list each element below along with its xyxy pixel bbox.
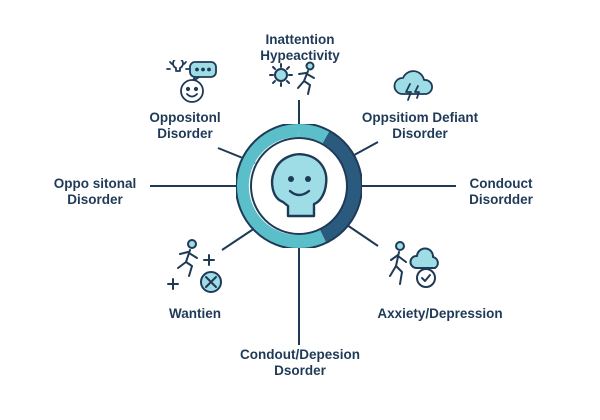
node-top-right-label: Oppsitiom Defiant Disorder <box>345 110 495 142</box>
node-top-label: Inattention Hypeactivity <box>230 32 370 64</box>
node-bottom-line-2: Dsorder <box>274 363 326 378</box>
lightbulb-speech-smiley-icon <box>166 60 217 103</box>
node-top-right-line-2: Disorder <box>392 126 448 141</box>
connector-bottom-left <box>221 227 256 251</box>
storm-cloud-lightning-icon <box>393 70 433 101</box>
node-bottom-right-line-1: Axxiety/Depression <box>377 306 503 321</box>
node-left-label: Oppo sitonal Disorder <box>40 176 150 208</box>
central-face-hub-icon <box>236 124 362 248</box>
node-top-left-label: Oppositonl Disorder <box>130 110 240 142</box>
node-right-line-1: Condouct <box>469 176 533 191</box>
node-bottom-left-label: Wantien <box>140 306 250 322</box>
node-right-line-2: Disordder <box>469 192 533 207</box>
node-bottom-line-1: Condout/Depesion <box>240 347 360 362</box>
node-top-left-line-1: Oppositonl <box>149 110 221 125</box>
node-bottom-right-label: Axxiety/Depression <box>360 306 520 322</box>
node-bottom-label: Condout/Depesion Dsorder <box>220 347 380 379</box>
gear-running-person-icon <box>269 61 315 95</box>
node-top-line-2: Hypeactivity <box>260 48 340 63</box>
running-person-plus-icon <box>167 239 222 293</box>
walking-person-cloud-check-icon <box>389 241 439 288</box>
node-left-line-2: Disorder <box>67 192 123 207</box>
node-left-line-1: Oppo sitonal <box>53 176 137 191</box>
node-top-right-line-1: Oppsitiom Defiant <box>361 110 479 125</box>
connector-bottom-right <box>346 224 379 247</box>
node-top-line-1: Inattention <box>265 32 335 47</box>
node-bottom-left-line-1: Wantien <box>169 306 221 321</box>
node-right-label: Condouct Disordder <box>456 176 546 208</box>
node-top-left-line-2: Disorder <box>157 126 213 141</box>
